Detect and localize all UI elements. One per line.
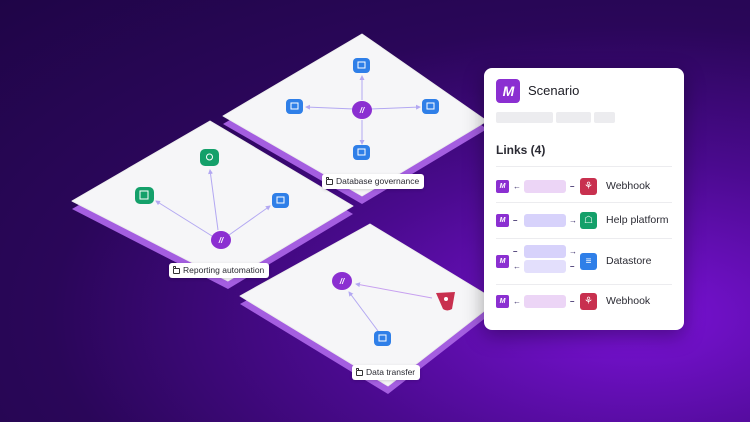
link-row-datastore[interactable]: M – → ← – ≡ Datastore xyxy=(496,238,672,283)
svg-text://: // xyxy=(218,236,224,245)
link-bar xyxy=(524,180,566,193)
make-logo-icon: M xyxy=(496,255,509,268)
dash-icon: – xyxy=(570,262,575,271)
arrow-left-icon: ← xyxy=(513,297,521,306)
folder-icon xyxy=(172,265,180,274)
make-logo-icon: M xyxy=(496,180,509,193)
link-bar xyxy=(524,295,566,308)
dash-icon: – xyxy=(513,216,518,225)
link-row-webhook[interactable]: M ← – ⚘ Webhook xyxy=(496,166,672,201)
arrow-right-icon: → xyxy=(569,247,577,256)
link-app-name: Datastore xyxy=(606,255,652,267)
tile-database-governance[interactable]: // xyxy=(222,33,488,204)
webhook-icon xyxy=(436,292,455,311)
arrow-left-icon: ← xyxy=(513,262,521,271)
link-row-help-platform[interactable]: M – → ☖ Help platform xyxy=(496,202,672,237)
link-bar-incoming xyxy=(524,260,566,273)
datastore-icon xyxy=(353,58,370,73)
svg-text://: // xyxy=(359,106,365,115)
arrow-left-icon: ← xyxy=(513,182,521,191)
tile-label-database-governance[interactable]: Database governance xyxy=(322,174,425,189)
webhook-icon: ⚘ xyxy=(580,293,597,310)
links-heading: Links (4) xyxy=(496,143,546,157)
scenario-panel: M Scenario Links (4) M ← – ⚘ Webhook M –… xyxy=(484,68,684,330)
link-app-name: Webhook xyxy=(606,295,651,307)
link-bar xyxy=(524,214,566,227)
spreadsheet-icon xyxy=(135,187,154,204)
link-app-name: Help platform xyxy=(606,214,669,226)
dash-icon: – xyxy=(570,182,575,191)
make-scenario-icon: // xyxy=(211,231,231,249)
datastore-icon xyxy=(353,145,370,160)
webhook-icon: ⚘ xyxy=(580,178,597,195)
datastore-icon xyxy=(286,99,303,114)
folder-icon xyxy=(325,176,333,185)
datastore-icon xyxy=(272,193,289,208)
tile-label-data-transfer[interactable]: Data transfer xyxy=(352,365,421,380)
panel-title: Scenario xyxy=(528,83,580,98)
tile-label-reporting-automation[interactable]: Reporting automation xyxy=(169,263,270,278)
tile-reporting-automation[interactable]: // xyxy=(71,120,354,289)
skeleton-placeholder xyxy=(556,112,591,123)
make-logo-icon: M xyxy=(496,214,509,227)
link-bar-outgoing xyxy=(524,245,566,258)
link-row-webhook[interactable]: M ← – ⚘ Webhook xyxy=(496,284,672,319)
make-scenario-icon: // xyxy=(332,272,352,290)
svg-text://: // xyxy=(339,277,345,286)
datastore-icon: ≡ xyxy=(580,253,597,270)
datastore-icon xyxy=(374,331,391,346)
skeleton-placeholder xyxy=(594,112,615,123)
make-logo-icon: M xyxy=(496,79,520,103)
tile-data-transfer[interactable]: // xyxy=(239,223,498,394)
link-app-name: Webhook xyxy=(606,180,651,192)
help-platform-icon xyxy=(200,149,219,166)
dash-icon: – xyxy=(513,247,518,256)
skeleton-placeholder xyxy=(496,112,553,123)
help-platform-icon: ☖ xyxy=(580,212,597,229)
dash-icon: – xyxy=(570,297,575,306)
folder-icon xyxy=(355,367,363,376)
arrow-right-icon: → xyxy=(569,216,577,225)
make-logo-icon: M xyxy=(496,295,509,308)
datastore-icon xyxy=(422,99,439,114)
make-scenario-icon: // xyxy=(352,101,372,119)
